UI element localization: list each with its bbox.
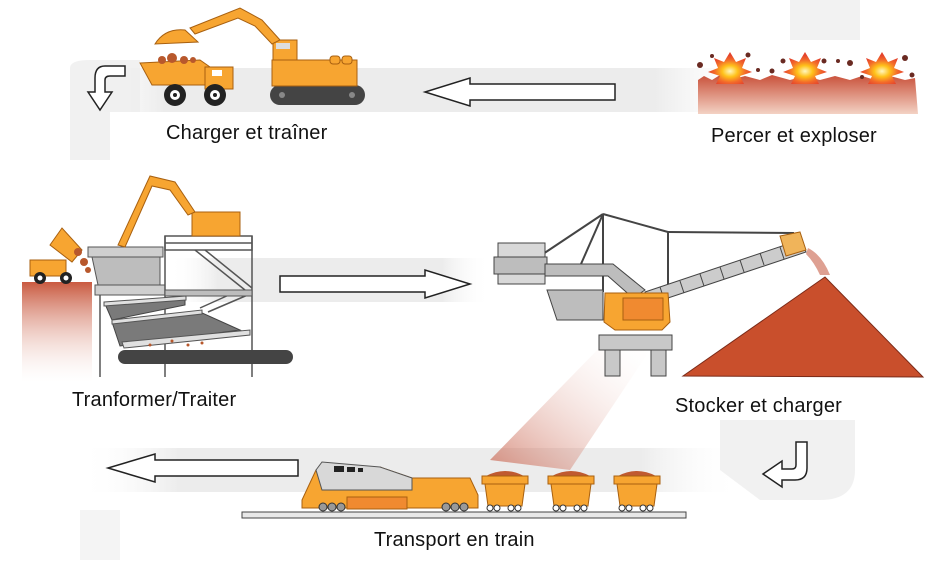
curved-arrow-down-icon [86, 65, 126, 112]
ore-wagon [613, 471, 661, 512]
stacker-stockpile-icon [490, 213, 925, 470]
processing-plant-icon [22, 175, 293, 382]
arrow-left-icon [105, 452, 299, 484]
explosion-icon [697, 52, 918, 114]
arrow-left-icon [422, 76, 616, 108]
step-label-drill: Percer et exploser [711, 125, 877, 147]
step-label-load: Charger et traîner [166, 122, 328, 144]
ore-train-icon [241, 461, 687, 519]
step-label-process: Tranformer/Traiter [72, 389, 237, 411]
ore-wagon [481, 471, 529, 512]
wheel-icon [204, 84, 226, 106]
wheel-icon [164, 84, 186, 106]
step-label-stock: Stocker et charger [675, 395, 843, 417]
curved-arrow-left-icon [761, 441, 808, 489]
arrow-right-icon [279, 268, 473, 300]
ore-wagon [547, 471, 595, 512]
step-label-train: Transport en train [374, 529, 535, 551]
excavator-truck-icon [139, 7, 365, 106]
